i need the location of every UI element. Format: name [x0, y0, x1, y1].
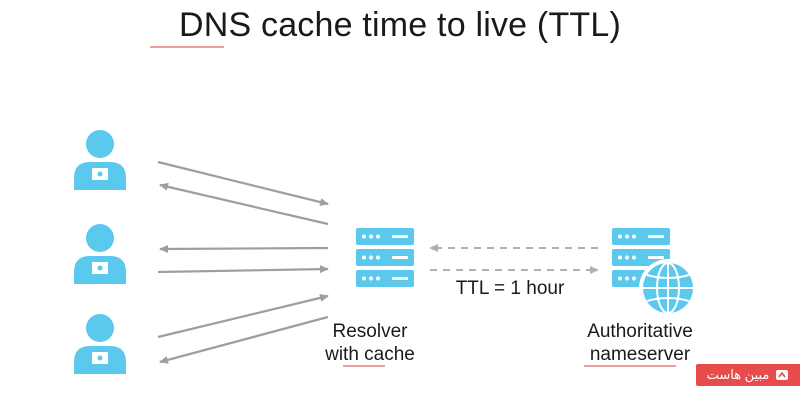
- resolver-label-line1: Resolver: [332, 321, 408, 342]
- brand-badge: مبین هاست: [696, 364, 800, 386]
- title-underline: [150, 46, 224, 48]
- arrow-user2-response: [159, 244, 329, 253]
- resolver-label-line2: with cache: [325, 344, 415, 365]
- server-stack-icon: [356, 228, 414, 287]
- authoritative-label: Authoritative nameserver: [560, 320, 720, 366]
- authoritative-label-line1: Authoritative: [587, 321, 693, 342]
- authoritative-underline: [584, 365, 676, 367]
- arrow-user1-response: [159, 182, 329, 226]
- arrow-user1-request: [157, 160, 329, 206]
- ttl-label: TTL = 1 hour: [455, 278, 565, 299]
- user-laptop-icon: [74, 224, 126, 284]
- page-title: DNS cache time to live (TTL): [178, 6, 622, 44]
- brand-text: مبین هاست: [706, 367, 770, 382]
- arrow-user3-request: [157, 293, 329, 339]
- user-laptop-icon: [74, 130, 126, 190]
- arrow-user3-response: [159, 315, 329, 364]
- resolver-underline: [343, 365, 385, 367]
- globe-icon: [639, 259, 697, 317]
- authoritative-label-line2: nameserver: [589, 344, 691, 365]
- resolver-label: Resolver with cache: [320, 320, 420, 366]
- arrow-user2-request: [157, 265, 329, 274]
- user-laptop-icon: [74, 314, 126, 374]
- brand-logo-icon: [776, 370, 789, 380]
